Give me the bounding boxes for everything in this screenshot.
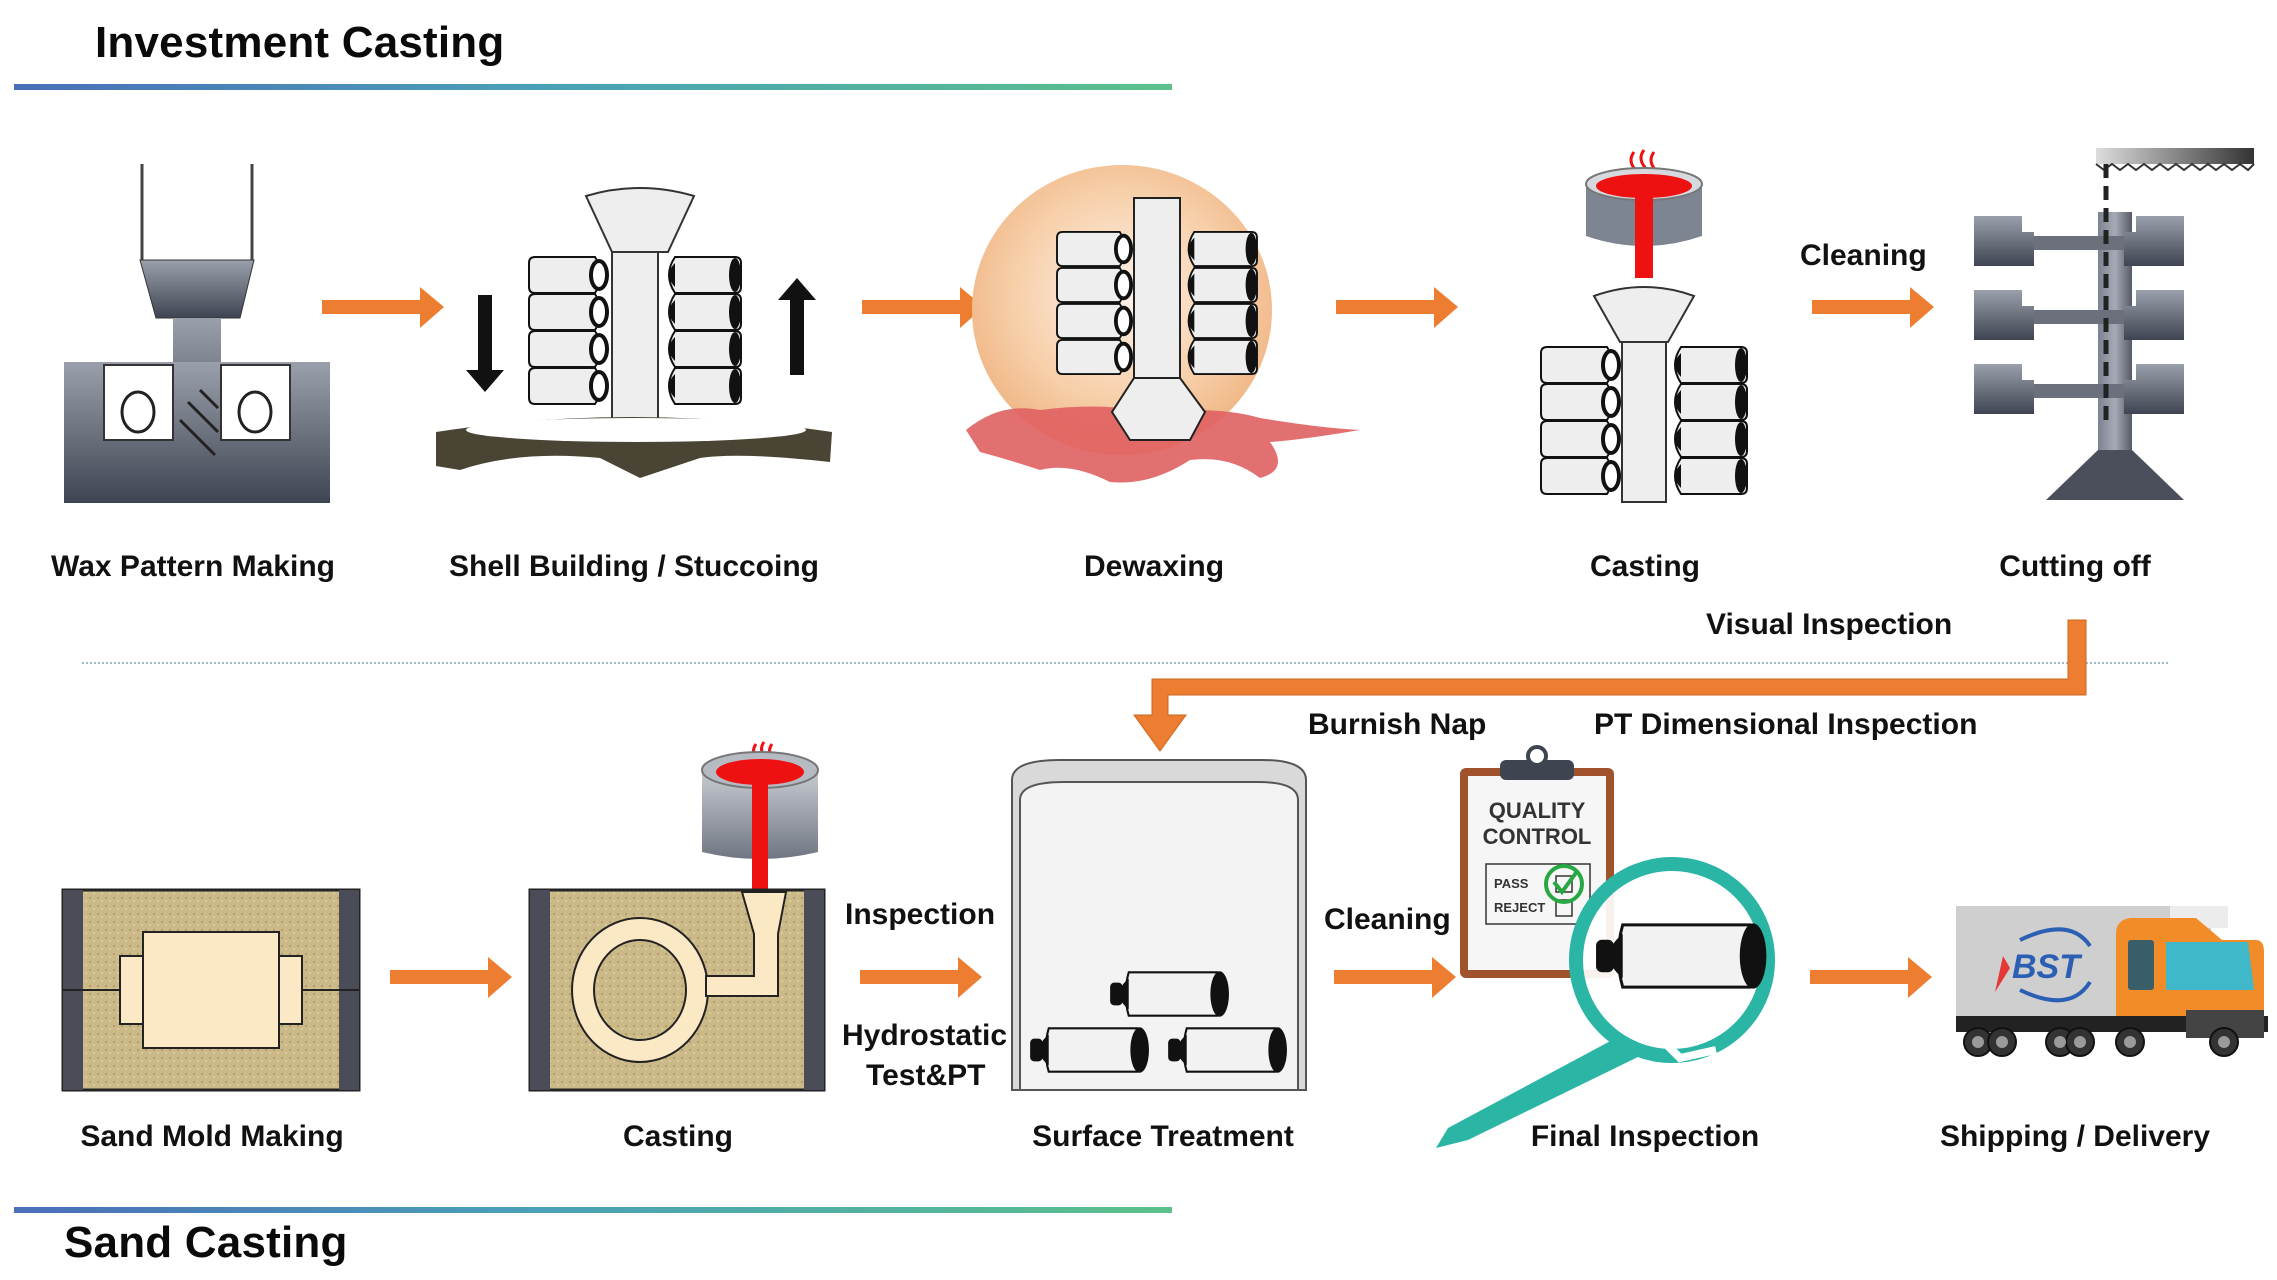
truck-logo-text: BST: [2012, 948, 2083, 986]
sand-process-illustrations: QUALITY CONTROL PASS REJECT BST: [61, 741, 2268, 1148]
flow-arrow: [862, 287, 984, 328]
step-label-surface-treatment: Surface Treatment: [1032, 1120, 1294, 1153]
qc-reject-label: REJECT: [1494, 900, 1545, 915]
step-label-sand-mold-making: Sand Mold Making: [80, 1120, 344, 1153]
note-hydrostatic-line2: Test&PT: [866, 1059, 986, 1092]
flow-arrow: [1334, 957, 1456, 998]
note-pt-dimensional-inspection: PT Dimensional Inspection: [1594, 708, 1978, 741]
flow-arrow: [322, 287, 444, 328]
flow-arrow: [1336, 287, 1458, 328]
shot-blast-cabinet-icon: [1011, 759, 1307, 1091]
note-visual-inspection: Visual Inspection: [1706, 608, 1953, 641]
investment-process-illustrations: [64, 148, 2255, 503]
qc-pass-check-icon: [1544, 864, 1584, 904]
flow-arrow: [390, 957, 512, 998]
step-label-shell-building: Shell Building / Stuccoing: [448, 550, 820, 583]
wax-injection-die-icon: [64, 164, 330, 503]
dewax-autoclave-icon: [966, 165, 1360, 483]
saw-cutting-tree-icon: [1974, 148, 2255, 500]
step-label-dewaxing: Dewaxing: [1083, 550, 1225, 583]
section-separator: [82, 662, 2168, 664]
note-cleaning-bottom: Cleaning: [1324, 903, 1451, 936]
down-arrow-icon: [466, 295, 504, 392]
step-label-investment-casting: Casting: [1589, 550, 1701, 583]
sand-mold-icon: [61, 888, 361, 1092]
qc-title-line1: QUALITY: [1489, 798, 1586, 823]
sand-casting-title: Sand Casting: [64, 1218, 348, 1267]
elbow-flow-arrow: [1133, 619, 2087, 752]
step-label-cutting-off: Cutting off: [1999, 550, 2151, 583]
flow-arrow: [1812, 287, 1934, 328]
flow-arrow: [1810, 957, 1932, 998]
step-label-final-inspection: Final Inspection: [1530, 1120, 1760, 1153]
step-label-shipping-delivery: Shipping / Delivery: [1939, 1120, 2211, 1153]
qc-pass-label: PASS: [1494, 876, 1529, 891]
step-label-sand-casting: Casting: [622, 1120, 734, 1153]
note-burnish-nap: Burnish Nap: [1308, 708, 1487, 741]
note-cleaning-top: Cleaning: [1800, 239, 1927, 272]
pouring-ladle-icon: [1541, 149, 1748, 503]
flow-arrow: [860, 957, 982, 998]
step-label-wax-pattern-making: Wax Pattern Making: [51, 550, 335, 583]
sand-pouring-icon: [528, 741, 826, 1092]
magnifier-inspection-icon: QUALITY CONTROL PASS REJECT: [1436, 745, 1775, 1148]
delivery-truck-icon: BST: [1956, 906, 2268, 1057]
up-arrow-icon: [778, 278, 816, 375]
note-hydrostatic-line1: Hydrostatic: [842, 1019, 1008, 1052]
note-inspection: Inspection: [845, 898, 996, 931]
sand-title-overline: [14, 1207, 1172, 1213]
qc-title-line2: CONTROL: [1483, 824, 1592, 849]
slurry-dip-tree-icon: [436, 187, 832, 478]
investment-title-underline: [14, 84, 1172, 90]
investment-casting-title: Investment Casting: [95, 18, 505, 67]
